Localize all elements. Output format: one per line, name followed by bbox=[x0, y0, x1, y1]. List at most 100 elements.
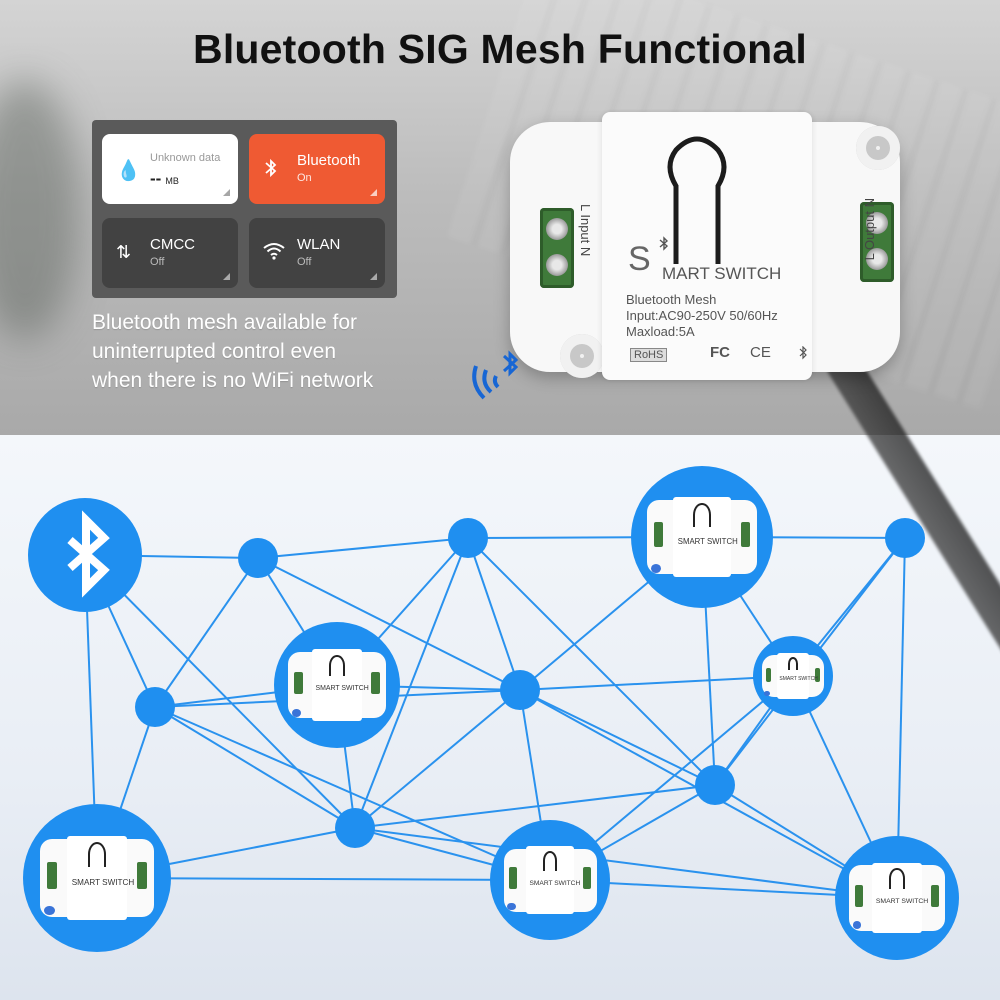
tile-cmcc[interactable]: ⇅ CMCC Off bbox=[102, 218, 238, 288]
rohs-mark: RoHS bbox=[630, 348, 668, 362]
mini-label: SMART SWITCH bbox=[875, 897, 929, 905]
mini-terminal bbox=[582, 867, 591, 889]
corner-arrow-icon bbox=[223, 189, 230, 196]
ce-mark: CE bbox=[750, 344, 771, 361]
mini-label: SMART SWITCH bbox=[315, 684, 369, 692]
mini-smart-switch: SMART SWITCH bbox=[503, 845, 597, 915]
bluetooth-icon bbox=[799, 346, 807, 360]
mini-loop bbox=[87, 842, 107, 868]
mini-terminal bbox=[46, 862, 57, 889]
mesh-relay-node bbox=[238, 538, 278, 578]
mini-led bbox=[44, 905, 55, 916]
mini-led bbox=[852, 921, 862, 930]
mini-led bbox=[764, 691, 771, 697]
mini-terminal bbox=[740, 522, 751, 548]
mesh-link bbox=[467, 537, 716, 786]
mesh-link bbox=[519, 675, 794, 691]
brand-name: MART SWITCH bbox=[662, 264, 782, 283]
mesh-link bbox=[154, 706, 551, 881]
mini-terminal bbox=[814, 667, 821, 682]
tile-label: WLAN bbox=[297, 236, 341, 253]
mesh-link bbox=[354, 689, 521, 829]
bluetooth-icon bbox=[659, 236, 669, 251]
mesh-link bbox=[354, 827, 898, 899]
device-spec-3: Maxload:5A bbox=[626, 324, 695, 339]
bluetooth-hub-icon bbox=[67, 510, 110, 598]
mini-label: SMART SWITCH bbox=[529, 880, 581, 887]
input-terminal bbox=[540, 208, 574, 288]
mesh-link bbox=[519, 689, 716, 786]
mini-loop bbox=[693, 502, 711, 527]
wifi-icon bbox=[263, 242, 285, 266]
corner-arrow-icon bbox=[223, 273, 230, 280]
mini-terminal bbox=[854, 884, 864, 908]
feature-description: Bluetooth mesh available for uninterrupt… bbox=[92, 311, 374, 392]
tile-label: Bluetooth bbox=[297, 152, 361, 169]
mesh-relay-node bbox=[695, 765, 735, 805]
tile-bluetooth[interactable]: Bluetooth On bbox=[249, 134, 385, 204]
data-arrows-icon: ⇅ bbox=[116, 242, 132, 262]
tile-status: On bbox=[297, 172, 312, 184]
mesh-link bbox=[354, 784, 716, 829]
mesh-link bbox=[154, 557, 259, 708]
mini-terminal bbox=[294, 671, 303, 695]
mesh-relay-node bbox=[335, 808, 375, 848]
corner-arrow-icon bbox=[370, 189, 377, 196]
mini-loop bbox=[788, 656, 798, 671]
device-face bbox=[602, 112, 812, 380]
mini-loop bbox=[329, 654, 345, 676]
water-drop-icon: 💧 bbox=[116, 160, 141, 182]
tile-status: --MB bbox=[150, 169, 179, 188]
mini-terminal bbox=[137, 862, 148, 889]
mini-label: SMART SWITCH bbox=[779, 676, 818, 682]
fc-mark: FC bbox=[710, 344, 730, 361]
mini-smart-switch: SMART SWITCH bbox=[848, 862, 946, 934]
mesh-link bbox=[354, 537, 469, 829]
tile-wlan[interactable]: WLAN Off bbox=[249, 218, 385, 288]
input-label: L Input N bbox=[578, 204, 593, 257]
tile-data-usage[interactable]: 💧 Unknown data --MB bbox=[102, 134, 238, 204]
mesh-link bbox=[467, 537, 521, 691]
mesh-link bbox=[257, 537, 469, 559]
mini-loop bbox=[542, 851, 558, 872]
page-title: Bluetooth SIG Mesh Functional bbox=[193, 26, 807, 72]
mount-hole-top bbox=[856, 126, 900, 170]
output-terminal bbox=[860, 202, 894, 282]
mini-label: SMART SWITCH bbox=[677, 536, 738, 546]
mini-smart-switch: SMART SWITCH bbox=[762, 653, 824, 699]
mini-terminal bbox=[930, 884, 940, 908]
bluetooth-signal-icon bbox=[472, 350, 519, 400]
mesh-link bbox=[96, 877, 551, 881]
mesh-relay-node bbox=[500, 670, 540, 710]
mesh-relay-node bbox=[448, 518, 488, 558]
smart-switch-device: L Input N L Output N S MART SWITCH Bluet… bbox=[510, 112, 900, 380]
mini-terminal bbox=[765, 667, 772, 682]
corner-arrow-icon bbox=[370, 273, 377, 280]
mini-smart-switch: SMART SWITCH bbox=[39, 836, 155, 920]
mesh-link bbox=[154, 706, 356, 829]
tile-label: Unknown data bbox=[150, 152, 221, 164]
mini-led bbox=[292, 708, 301, 717]
tile-status: Off bbox=[150, 256, 165, 268]
tile-status: Off bbox=[297, 256, 312, 268]
mini-led bbox=[651, 563, 662, 573]
mini-led bbox=[507, 902, 516, 911]
device-spec-1: Bluetooth Mesh bbox=[626, 292, 717, 307]
device-spec-2: Input:AC90-250V 50/60Hz bbox=[626, 308, 778, 323]
mini-smart-switch: SMART SWITCH bbox=[288, 649, 386, 721]
mini-terminal bbox=[371, 671, 380, 695]
mini-loop bbox=[889, 868, 905, 889]
mesh-link bbox=[257, 557, 521, 691]
brand-initial: S bbox=[628, 240, 651, 278]
mesh-relay-node bbox=[885, 518, 925, 558]
bluetooth-icon bbox=[263, 158, 279, 184]
mini-terminal bbox=[509, 867, 518, 889]
mount-hole-bottom bbox=[560, 334, 604, 378]
mini-terminal bbox=[653, 522, 664, 548]
tile-label: CMCC bbox=[150, 236, 195, 253]
control-center-panel: 💧 Unknown data --MB Bluetooth On ⇅ CMCC … bbox=[92, 120, 397, 298]
mini-smart-switch: SMART SWITCH bbox=[646, 496, 758, 578]
mesh-relay-node bbox=[135, 687, 175, 727]
mesh-link bbox=[84, 554, 356, 829]
mini-label: SMART SWITCH bbox=[71, 877, 135, 887]
